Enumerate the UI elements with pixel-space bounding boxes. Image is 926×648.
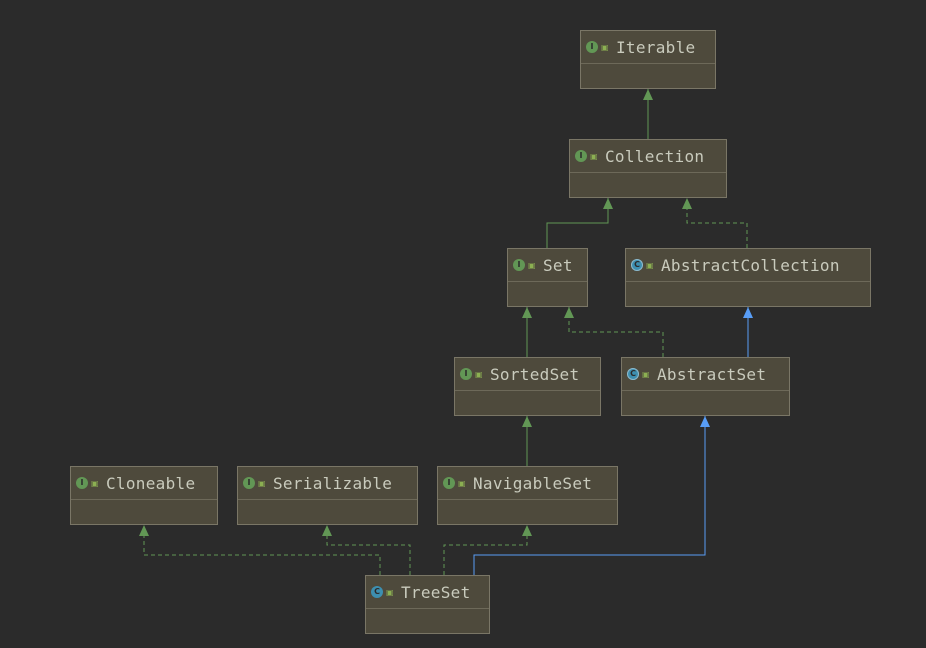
node-label: Set	[543, 255, 573, 275]
node-header: I▣ Collection	[570, 140, 726, 173]
node-navigableset[interactable]: I▣ NavigableSet	[437, 466, 618, 525]
arrowhead-sortedset-to-set	[522, 307, 532, 318]
arrowhead-treeset-to-abstractset	[700, 416, 710, 427]
public-visibility-icon: ▣	[386, 587, 394, 597]
node-label: Iterable	[616, 37, 696, 57]
edge-abstractcollection-to-collection	[686, 198, 748, 248]
node-label: TreeSet	[401, 582, 471, 602]
node-header: C▣ AbstractSet	[622, 358, 789, 391]
node-label: Collection	[605, 146, 705, 166]
interface-icon: I	[513, 259, 525, 271]
edge-abstractset-to-set	[568, 307, 664, 357]
node-header: I▣ Iterable	[581, 31, 715, 64]
node-header: I▣ SortedSet	[455, 358, 600, 391]
node-header: I▣ Serializable	[238, 467, 417, 500]
abstract-class-icon: C	[627, 368, 639, 380]
interface-icon: I	[460, 368, 472, 380]
arrowhead-set-to-collection	[603, 198, 613, 209]
arrowhead-abstractcollection-to-collection	[682, 198, 692, 209]
node-abstractcollection[interactable]: C▣ AbstractCollection	[625, 248, 871, 307]
node-label: SortedSet	[490, 364, 580, 384]
node-header: I▣ Set	[508, 249, 587, 282]
class-icon: C	[371, 586, 383, 598]
public-visibility-icon: ▣	[91, 478, 99, 488]
node-header: C▣ TreeSet	[366, 576, 489, 609]
arrowhead-collection-to-iterable	[643, 89, 653, 100]
public-visibility-icon: ▣	[458, 478, 466, 488]
node-serializable[interactable]: I▣ Serializable	[237, 466, 418, 525]
node-label: NavigableSet	[473, 473, 593, 493]
arrowhead-treeset-to-navigableset	[522, 525, 532, 536]
public-visibility-icon: ▣	[642, 369, 650, 379]
interface-icon: I	[243, 477, 255, 489]
node-collection[interactable]: I▣ Collection	[569, 139, 727, 198]
arrowhead-treeset-to-serializable	[322, 525, 332, 536]
arrowhead-abstractset-to-abstractcollection	[743, 307, 753, 318]
edge-treeset-to-abstractset	[473, 416, 706, 575]
interface-icon: I	[575, 150, 587, 162]
node-iterable[interactable]: I▣ Iterable	[580, 30, 716, 89]
node-label: AbstractSet	[657, 364, 767, 384]
abstract-class-icon: C	[631, 259, 643, 271]
edge-treeset-to-navigableset	[443, 525, 528, 575]
node-label: Serializable	[273, 473, 393, 493]
arrowhead-treeset-to-cloneable	[139, 525, 149, 536]
node-cloneable[interactable]: I▣ Cloneable	[70, 466, 218, 525]
interface-icon: I	[76, 477, 88, 489]
node-set[interactable]: I▣ Set	[507, 248, 588, 307]
public-visibility-icon: ▣	[258, 478, 266, 488]
node-label: AbstractCollection	[661, 255, 840, 275]
edge-treeset-to-cloneable	[143, 525, 381, 575]
node-header: I▣ NavigableSet	[438, 467, 617, 500]
node-sortedset[interactable]: I▣ SortedSet	[454, 357, 601, 416]
edge-set-to-collection	[546, 198, 609, 248]
node-treeset[interactable]: C▣ TreeSet	[365, 575, 490, 634]
public-visibility-icon: ▣	[646, 260, 654, 270]
node-label: Cloneable	[106, 473, 196, 493]
arrowhead-abstractset-to-set	[564, 307, 574, 318]
public-visibility-icon: ▣	[475, 369, 483, 379]
interface-icon: I	[443, 477, 455, 489]
public-visibility-icon: ▣	[601, 42, 609, 52]
public-visibility-icon: ▣	[528, 260, 536, 270]
node-abstractset[interactable]: C▣ AbstractSet	[621, 357, 790, 416]
node-header: C▣ AbstractCollection	[626, 249, 870, 282]
public-visibility-icon: ▣	[590, 151, 598, 161]
node-header: I▣ Cloneable	[71, 467, 217, 500]
arrowhead-navigableset-to-sortedset	[522, 416, 532, 427]
interface-icon: I	[586, 41, 598, 53]
edge-treeset-to-serializable	[326, 525, 411, 575]
